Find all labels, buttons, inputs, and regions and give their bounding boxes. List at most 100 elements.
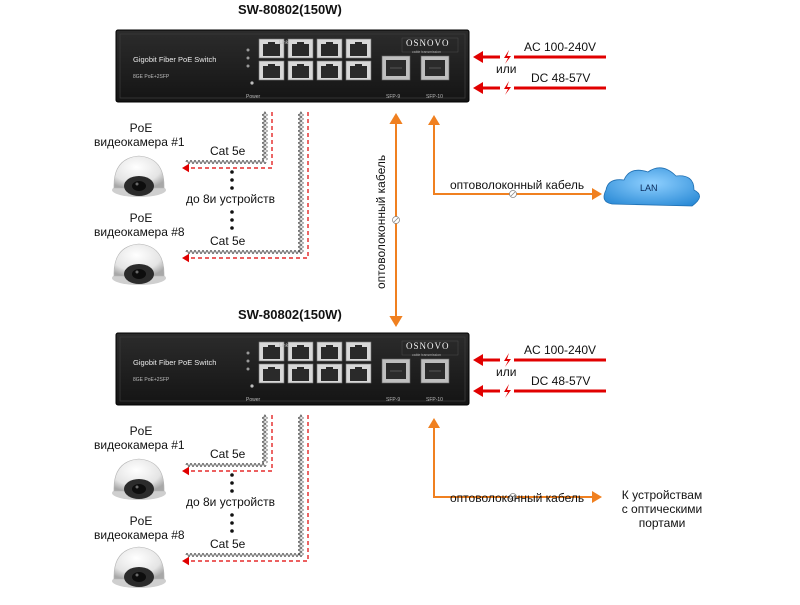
rj45-socket (321, 369, 338, 381)
rj45-socket (350, 44, 367, 56)
switch-ports-desc-bottom: 8GE PoE+2SFP (133, 377, 170, 383)
camera-lens (132, 572, 146, 582)
inter-switch-connector-mark (393, 217, 399, 223)
brand-logo-box (401, 37, 459, 53)
rj45-latch (297, 367, 304, 370)
rj45-socket (321, 44, 338, 56)
switch-title-top: SW-80802(150W) (238, 2, 342, 17)
switches-layer (115, 29, 470, 406)
twisted-cable-h8-top (185, 250, 303, 254)
camera1-sub-bottom: видеокамера #1 (94, 438, 185, 452)
power-or-bottom: или (496, 365, 517, 379)
twisted-cable-h8-bottom (185, 553, 303, 557)
cloud-shape (603, 167, 700, 207)
twisted-cable-b-top-strand (300, 111, 304, 253)
rj45-latch (268, 64, 275, 67)
switch-unit-top (115, 29, 470, 103)
status-led (246, 351, 250, 355)
twisted-cable-a-bottom-strand (264, 414, 268, 464)
poe-arrow-8-bottom (182, 556, 189, 566)
ellipsis-dot (230, 513, 234, 517)
switch-title-bottom: SW-80802(150W) (238, 307, 342, 322)
power-led (250, 81, 254, 85)
poe-arrow-1-top (182, 163, 189, 173)
camera-lens (132, 269, 146, 279)
ellipsis-dot (230, 178, 234, 182)
camera-dome (113, 458, 165, 492)
rj45-socket (350, 347, 367, 359)
camera-1-bottom (112, 458, 166, 500)
camera-lens (132, 484, 146, 494)
rj45-latch (268, 42, 275, 45)
camera-lens-glint (135, 573, 139, 577)
switch-bezel (119, 336, 466, 402)
power-arrowhead-1-top (473, 82, 483, 94)
camera1-title-top: PoE (129, 121, 153, 135)
lan-cloud (603, 167, 700, 207)
optical-devices-line2: с оптическими (621, 502, 703, 516)
lightning-icon-0-top (504, 50, 511, 64)
poe-dashed-line-8-top (188, 112, 309, 259)
twisted-cable-h1-bottom (185, 463, 267, 467)
status-led (246, 56, 250, 60)
power-dc-bottom: DC 48-57V (531, 374, 591, 388)
camera-lens-glint (135, 485, 139, 489)
fiber-connector-mark (510, 494, 516, 500)
power-arrowhead-0-top (473, 51, 483, 63)
optical-devices-line1: К устройствам (621, 488, 703, 502)
twisted-cable-a-top (262, 111, 266, 161)
rj45-socket (350, 369, 367, 381)
twisted-cable-b-bottom-strand (300, 414, 304, 556)
ellipsis-dot (230, 529, 234, 533)
camera-dome (113, 243, 165, 277)
camera-lens-glint (135, 270, 139, 274)
fiber-connector-mark (510, 191, 516, 197)
poe-arrow-8-top (182, 253, 189, 263)
power-led (250, 384, 254, 388)
camera8-sub-top: видеокамера #8 (94, 225, 185, 239)
twisted-cable-a-top-strand (264, 111, 268, 161)
twisted-cable-h1-top (185, 160, 267, 164)
power-dc-top: DC 48-57V (531, 71, 591, 85)
vertical-fiber-label: оптоволоконный кабель (374, 154, 388, 289)
camera-8-bottom (112, 546, 166, 588)
rj45-socket (321, 66, 338, 78)
device-count-bottom: до 8и устройств (186, 495, 276, 509)
power-or-top: или (496, 62, 517, 76)
lan-label: LAN (640, 183, 658, 193)
fiber-label-bottom: оптоволоконный кабель (450, 491, 585, 505)
status-led (246, 359, 250, 363)
camera-dome (113, 155, 165, 189)
poe-arrow-1-bottom (182, 466, 189, 476)
power-label-top: Power (246, 94, 261, 100)
rj45-latch (355, 42, 362, 45)
ellipsis-dot (230, 473, 234, 477)
ellipsis-dot (230, 218, 234, 222)
twisted-cable-a-bottom (262, 414, 266, 464)
sfp2-label-bottom: SFP-10 (426, 397, 443, 403)
camera8-sub-bottom: видеокамера #8 (94, 528, 185, 542)
rj45-socket (292, 369, 309, 381)
fiber-line-top (433, 122, 594, 195)
power-arrowhead-0-bottom (473, 354, 483, 366)
wires-layer (185, 111, 309, 562)
rj45-latch (355, 64, 362, 67)
rj45-socket (292, 347, 309, 359)
rj45-socket (263, 44, 280, 56)
lightning-icon-1-top (504, 81, 511, 95)
fiber-arrowhead-up-top (428, 115, 440, 125)
ellipsis-dot (230, 170, 234, 174)
fiber-arrowhead-right-bottom (592, 491, 602, 503)
rj45-latch (326, 367, 333, 370)
link-label-bottom: Link (279, 343, 289, 349)
sfp1-label-top: SFP-9 (386, 94, 401, 100)
ellipsis-dot (230, 226, 234, 230)
ellipsis-dot (230, 210, 234, 214)
rj45-latch (355, 367, 362, 370)
camera-dome (113, 546, 165, 580)
switch-name-bottom: Gigobit Fiber PoE Switch (133, 358, 217, 367)
camera-lens (132, 181, 146, 191)
cable-label-top-8: Cat 5e (210, 234, 246, 248)
link-label-top: Link (279, 40, 289, 46)
